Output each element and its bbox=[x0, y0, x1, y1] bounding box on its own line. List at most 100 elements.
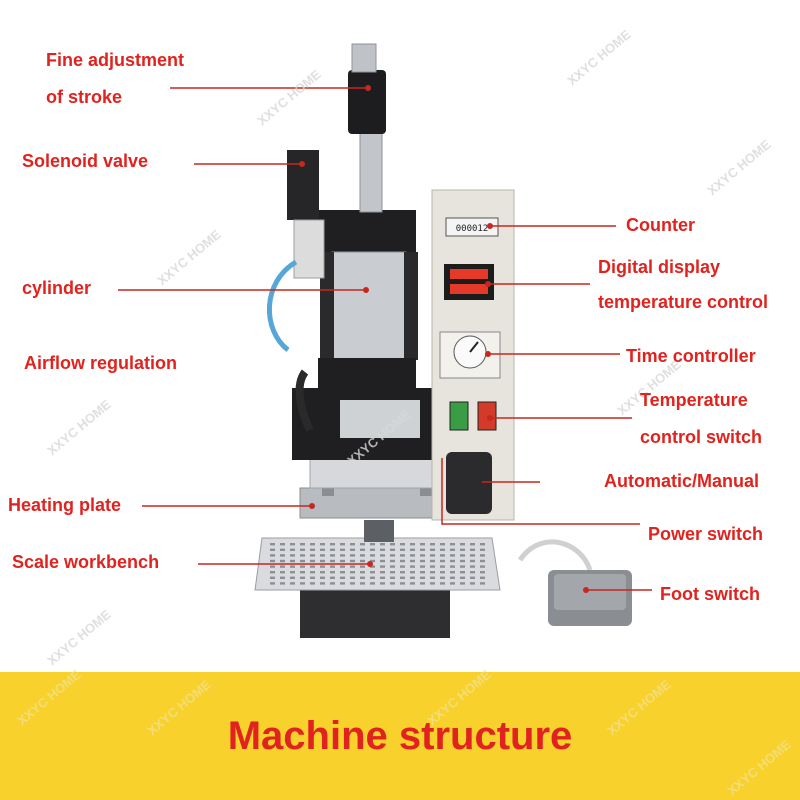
foot-switch-pedal bbox=[554, 574, 626, 610]
cylinder-rod bbox=[404, 252, 418, 360]
workbench-hole bbox=[440, 559, 445, 563]
workbench-hole bbox=[340, 559, 345, 563]
workbench-hole bbox=[340, 571, 345, 574]
workbench-hole bbox=[290, 571, 295, 574]
label-counter: Counter bbox=[626, 215, 695, 235]
airflow-tube bbox=[295, 369, 314, 432]
workbench-hole bbox=[320, 582, 325, 585]
workbench-hole bbox=[410, 565, 415, 568]
workbench-hole bbox=[470, 571, 475, 574]
workbench-hole bbox=[450, 543, 455, 546]
workbench-hole bbox=[350, 548, 355, 551]
workbench-hole bbox=[460, 548, 465, 551]
workbench-hole bbox=[480, 576, 485, 579]
workbench-hole bbox=[360, 554, 365, 557]
workbench-hole bbox=[300, 543, 305, 546]
workbench-hole bbox=[400, 554, 405, 557]
workbench-hole bbox=[430, 576, 435, 579]
workbench-hole bbox=[430, 565, 435, 568]
workbench-hole bbox=[280, 571, 285, 574]
workbench-hole bbox=[410, 559, 415, 563]
press-head-window bbox=[340, 400, 420, 438]
temperature-digits-top bbox=[450, 269, 488, 279]
leader-dot bbox=[487, 223, 493, 229]
workbench-hole bbox=[290, 559, 295, 563]
workbench-hole bbox=[370, 565, 375, 568]
workbench-hole bbox=[290, 576, 295, 579]
label-fine-adjustment-line2: of stroke bbox=[46, 87, 123, 107]
solenoid-valve-body bbox=[287, 150, 319, 220]
workbench-hole bbox=[450, 559, 455, 563]
title-banner bbox=[0, 672, 800, 800]
workbench-hole bbox=[410, 548, 415, 551]
machine-illustration: 000012 bbox=[118, 43, 652, 638]
workbench-hole bbox=[300, 548, 305, 551]
workbench-hole bbox=[410, 571, 415, 574]
workbench-hole bbox=[270, 565, 275, 568]
workbench-hole bbox=[440, 576, 445, 579]
workbench-grid bbox=[270, 543, 485, 585]
counter-display bbox=[445, 217, 499, 237]
workbench-hole bbox=[420, 571, 425, 574]
workbench-hole bbox=[310, 554, 315, 557]
workbench-hole bbox=[420, 554, 425, 557]
workbench-hole bbox=[450, 576, 455, 579]
label-fine-adjustment: Fine adjustment bbox=[46, 50, 185, 70]
workbench-hole bbox=[480, 554, 485, 557]
workbench-hole bbox=[380, 571, 385, 574]
workbench-hole bbox=[350, 565, 355, 568]
workbench-hole bbox=[390, 548, 395, 551]
workbench-hole bbox=[450, 548, 455, 551]
workbench-hole bbox=[360, 582, 365, 585]
workbench-hole bbox=[420, 565, 425, 568]
workbench-hole bbox=[340, 554, 345, 557]
leader-dot bbox=[485, 351, 491, 357]
workbench-hole bbox=[320, 548, 325, 551]
workbench-hole bbox=[380, 554, 385, 557]
workbench-hole bbox=[470, 559, 475, 563]
scale-workbench-plate bbox=[254, 537, 501, 591]
workbench-hole bbox=[440, 543, 445, 546]
label-digital-display: Digital display bbox=[598, 257, 721, 277]
workbench-hole bbox=[290, 582, 295, 585]
workbench-hole bbox=[360, 543, 365, 546]
workbench-hole bbox=[480, 582, 485, 585]
workbench-hole bbox=[310, 565, 315, 568]
workbench-hole bbox=[480, 559, 485, 563]
workbench-hole bbox=[310, 543, 315, 546]
fine-adjustment-cap bbox=[351, 43, 377, 73]
workbench-hole bbox=[270, 582, 275, 585]
workbench-hole bbox=[310, 576, 315, 579]
workbench-hole bbox=[430, 548, 435, 551]
workbench-hole bbox=[390, 565, 395, 568]
workbench-hole bbox=[410, 582, 415, 585]
workbench-hole bbox=[330, 543, 335, 546]
label-foot-switch: Foot switch bbox=[660, 584, 760, 604]
workbench-hole bbox=[300, 565, 305, 568]
workbench-hole bbox=[330, 565, 335, 568]
label-cylinder: cylinder bbox=[22, 278, 92, 298]
label-digital-display-line2: temperature control bbox=[598, 292, 769, 312]
workbench-hole bbox=[350, 582, 355, 585]
workbench-hole bbox=[290, 565, 295, 568]
workbench-hole bbox=[340, 543, 345, 546]
workbench-hole bbox=[360, 565, 365, 568]
leader-dots bbox=[299, 85, 589, 593]
timer-dial-pointer bbox=[469, 341, 479, 353]
leader-dot bbox=[487, 415, 493, 421]
workbench-hole bbox=[340, 582, 345, 585]
workbench-hole bbox=[380, 576, 385, 579]
workbench-hole bbox=[480, 548, 485, 551]
green-switch bbox=[449, 401, 469, 431]
workbench-hole bbox=[440, 565, 445, 568]
leader-dot bbox=[365, 85, 371, 91]
workbench-hole bbox=[430, 582, 435, 585]
workbench-stem bbox=[364, 520, 394, 542]
workbench-hole bbox=[460, 554, 465, 557]
workbench-hole bbox=[330, 571, 335, 574]
workbench-hole bbox=[460, 543, 465, 546]
workbench-hole bbox=[310, 548, 315, 551]
workbench-hole bbox=[400, 576, 405, 579]
leader-dot bbox=[363, 287, 369, 293]
cylinder-body bbox=[331, 251, 407, 361]
